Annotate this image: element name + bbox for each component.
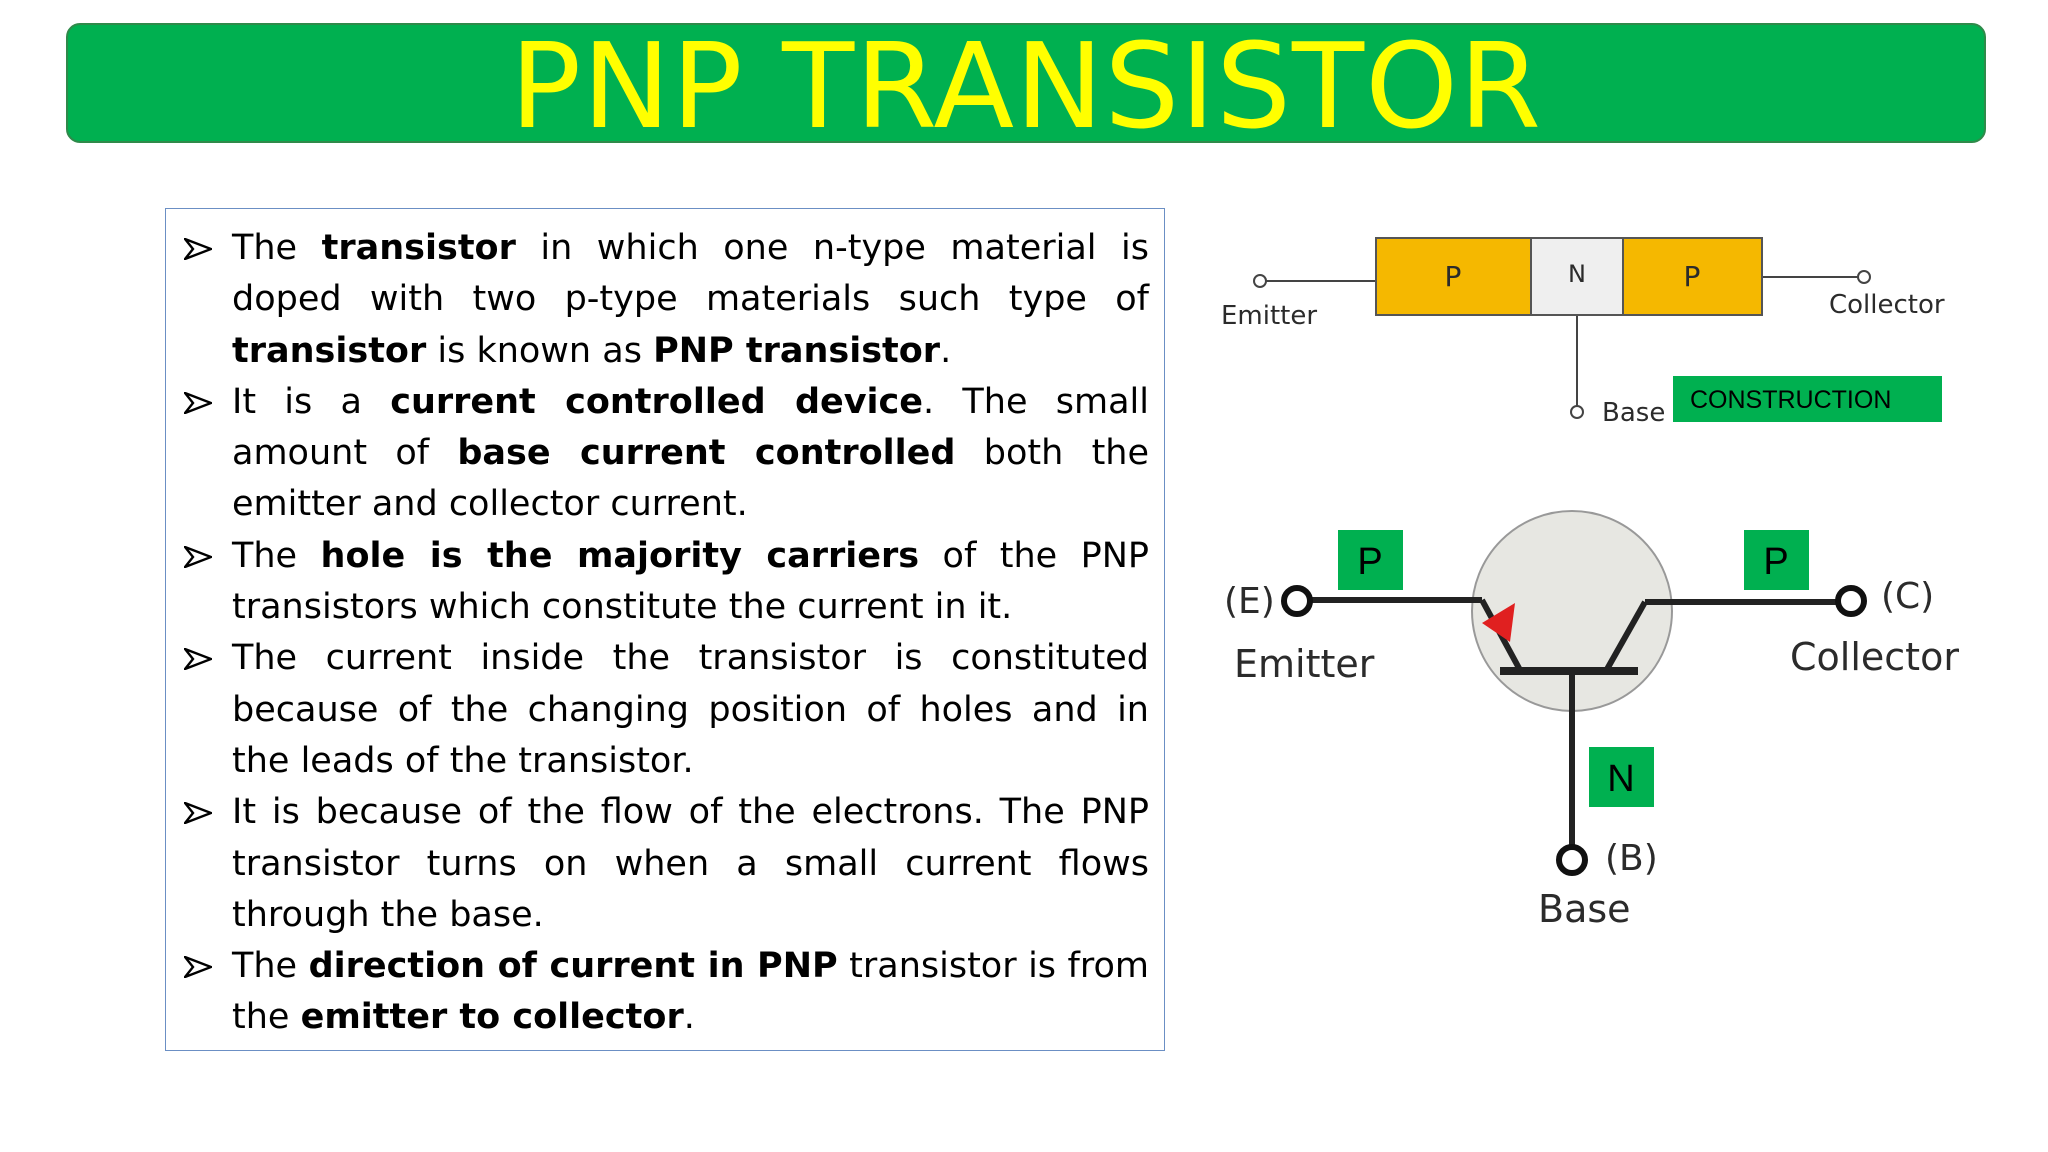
bullet-text: The	[232, 946, 309, 987]
collector-p-badge	[1744, 530, 1809, 590]
collector-p-badge-label: P	[1763, 541, 1788, 583]
symbol-emitter-label: Emitter	[1234, 642, 1375, 686]
n-region	[1530, 237, 1624, 316]
collector-code: (C)	[1881, 576, 1934, 617]
bullet-text: It is a	[232, 381, 391, 422]
bullet-item: The direction of current in PNP transist…	[184, 941, 1149, 1044]
arrowhead-bullet-icon	[184, 391, 212, 414]
bullet-text: transistor is from the	[232, 946, 1149, 1038]
emitter-terminal-icon	[1253, 274, 1267, 288]
bullet-text: of the PNP transistors which constitute …	[232, 535, 1149, 628]
construction-emitter-label: Emitter	[1221, 301, 1317, 331]
arrowhead-bullet-icon	[184, 648, 212, 671]
emitter-p-badge	[1338, 530, 1403, 590]
bullet-text: in which one n-type material is doped wi…	[232, 228, 1149, 320]
bullet-bold-text: transistor	[321, 228, 516, 268]
base-n-badge-label: N	[1607, 758, 1634, 800]
bullet-text: The	[232, 228, 322, 268]
bullet-text: both the emitter and collector current.	[232, 433, 1150, 525]
emitter-code: (E)	[1224, 581, 1275, 622]
bullet-bold-text: current controlled device	[390, 381, 924, 422]
bullet-bold-text: direction of current in PNP	[308, 946, 838, 987]
pnp-symbol-diagram: (E) Emitter (C) Collector (B) Base P P N	[1224, 510, 1959, 931]
construction-diagram: P N P Emitter Collector Base CONSTRUCTIO…	[1221, 237, 1945, 428]
bullet-item: The current inside the transistor is con…	[184, 633, 1149, 787]
construction-base-label: Base	[1602, 398, 1665, 428]
construction-tag	[1673, 376, 1942, 422]
bullet-text: It is because of the flow of the electro…	[232, 792, 1149, 935]
emitter-node-icon	[1281, 585, 1313, 617]
region-label-p1: P	[1445, 260, 1462, 293]
bullet-text: is known as	[426, 330, 654, 371]
symbol-base-label: Base	[1538, 887, 1631, 931]
bullet-list: The transistor in which one n-type mater…	[184, 223, 1149, 1044]
bullet-item: The hole is the majority carriers of the…	[184, 531, 1149, 634]
region-label-p2: P	[1684, 260, 1701, 293]
bullet-text: . The small amount of	[232, 381, 1149, 474]
construction-collector-label: Collector	[1829, 290, 1945, 320]
bullet-item: It is a current controlled device. The s…	[184, 377, 1149, 531]
bullet-text: .	[683, 997, 695, 1038]
description-text-box: The transistor in which one n-type mater…	[165, 208, 1165, 1051]
region-label-n: N	[1568, 260, 1586, 288]
collector-terminal-icon	[1857, 270, 1871, 284]
base-code: (B)	[1605, 838, 1658, 879]
bullet-bold-text: PNP transistor	[653, 330, 941, 371]
collector-node-icon	[1835, 585, 1867, 617]
bullet-bold-text: hole is the majority carriers	[320, 535, 920, 576]
bullet-bold-text: base current controlled	[457, 433, 956, 474]
arrowhead-bullet-icon	[184, 956, 212, 979]
bullet-bold-text: emitter to collector	[300, 997, 684, 1038]
emitter-p-badge-label: P	[1357, 541, 1382, 583]
symbol-collector-label: Collector	[1790, 635, 1959, 679]
base-node-icon	[1556, 844, 1588, 876]
base-n-badge	[1589, 747, 1654, 807]
bullet-item: The transistor in which one n-type mater…	[184, 223, 1149, 377]
bullet-item: It is because of the flow of the electro…	[184, 787, 1149, 941]
title-banner: PNP TRANSISTOR	[66, 17, 1986, 155]
arrowhead-bullet-icon	[184, 545, 212, 568]
arrowhead-bullet-icon	[184, 802, 212, 825]
bullet-text: The current inside the transistor is con…	[232, 638, 1149, 781]
page-title: PNP TRANSISTOR	[510, 17, 1542, 155]
p-region-collector-side	[1622, 237, 1763, 316]
bullet-bold-text: transistor	[232, 330, 427, 371]
construction-tag-label: CONSTRUCTION	[1690, 386, 1891, 414]
arrowhead-bullet-icon	[184, 238, 212, 260]
base-terminal-icon	[1570, 405, 1584, 419]
bullet-text: .	[940, 330, 952, 371]
bullet-text: The	[232, 535, 321, 576]
emitter-arrow-icon	[1482, 603, 1515, 642]
